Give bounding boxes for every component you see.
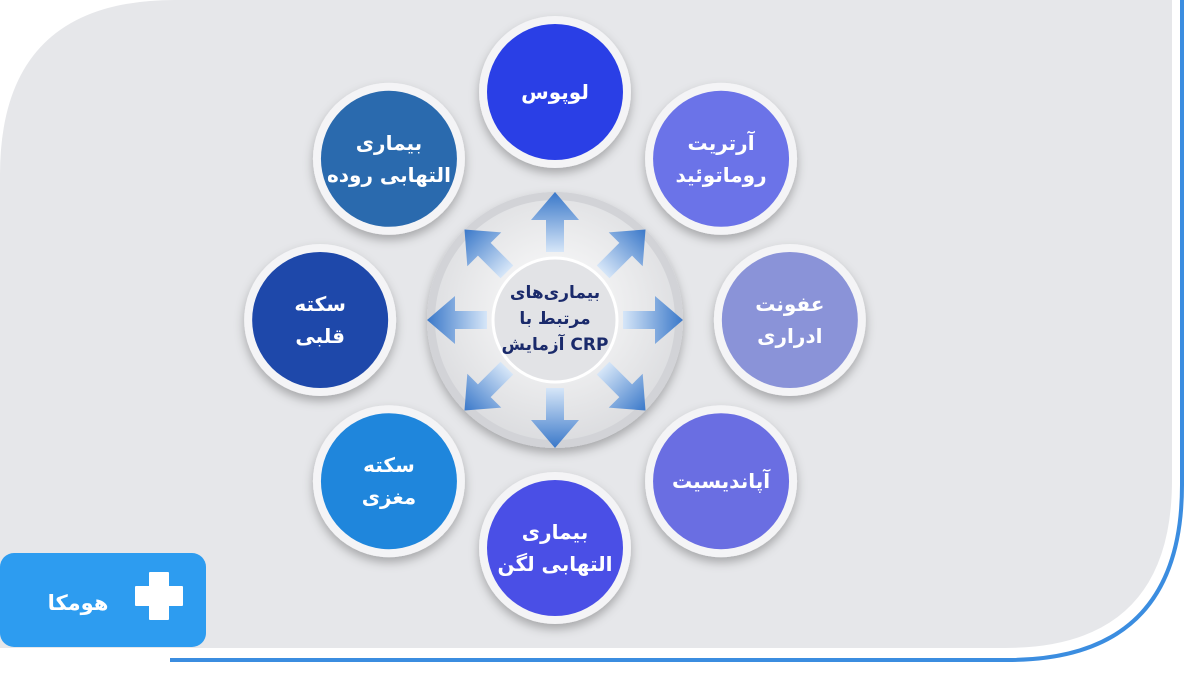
node-label-line: روماتوئید (675, 163, 766, 187)
node-stroke: سکته مغزی (312, 405, 465, 558)
node-label-line: ادراری (757, 324, 822, 348)
direction-arrow (623, 296, 683, 344)
node-rheumatoid-arthritis: آرتریت روماتوئید (645, 82, 798, 235)
node-label-line: التهابی روده (327, 163, 451, 187)
node-circle (252, 252, 389, 388)
arrow-shape (464, 229, 514, 279)
node-label-line: التهابی لگن (497, 552, 612, 576)
node-label: سکته مغزی (362, 453, 416, 509)
node-label: آرتریت روماتوئید (675, 130, 766, 187)
node-label: آپاندیسیت (672, 468, 771, 494)
node-lupus: لوپوس (479, 16, 631, 168)
logo: هومکا (0, 553, 206, 647)
arrow-shape (531, 388, 579, 448)
node-label-line: مغزی (362, 485, 416, 509)
node-label-line: بیماری (522, 520, 588, 544)
node-label-line: سکته (294, 292, 346, 316)
center-title-line: بیماری‌های (510, 283, 600, 303)
node-label-line: بیماری (356, 131, 422, 155)
node-label-line: سکته (363, 453, 415, 477)
arrows-group (427, 192, 683, 448)
node-circle (487, 480, 623, 616)
arrow-shape (596, 361, 646, 411)
arrow-shape (531, 192, 579, 252)
node-label: سکته قلبی (294, 292, 346, 348)
center-title-line: آزمایش CRP (502, 333, 609, 355)
direction-arrow (464, 361, 514, 411)
direction-arrow (531, 192, 579, 252)
direction-arrow (596, 361, 646, 411)
node-label: عفونت ادراری (755, 292, 824, 348)
node-label-line: آپاندیسیت (672, 468, 771, 494)
arrow-shape (464, 361, 514, 411)
node-label-line: آرتریت (688, 130, 756, 155)
node-circle (653, 90, 790, 227)
node-urinary-infection: عفونت ادراری (713, 244, 866, 396)
node-heart-attack: سکته قلبی (244, 244, 397, 396)
arrow-shape (427, 296, 487, 344)
arrow-shape (623, 296, 683, 344)
node-appendicitis: آپاندیسیت (645, 405, 798, 558)
node-label: بیماری التهابی روده (327, 131, 451, 187)
direction-arrow (464, 229, 514, 279)
node-circle (320, 413, 457, 550)
node-inflammatory-bowel-disease: بیماری التهابی روده (312, 82, 465, 235)
node-pelvic-inflammatory-disease: بیماری التهابی لگن (479, 472, 631, 624)
node-label-line: عفونت (755, 292, 824, 316)
frame-border (170, 0, 1184, 662)
center-title-line: مرتبط با (519, 309, 590, 329)
direction-arrow (427, 296, 487, 344)
node-label-line: لوپوس (521, 80, 589, 105)
node-circle (653, 413, 790, 550)
nodes-group: لوپوس آرتریت روماتوئید عفونت ادراری آپاندیسیت… (244, 16, 866, 624)
center-title: بیماری‌های مرتبط با آزمایش CRP (502, 283, 609, 355)
arrow-shape (596, 229, 646, 279)
center-disc (491, 256, 619, 384)
node-circle (721, 252, 858, 388)
plus-icon (135, 572, 183, 620)
node-label-line: قلبی (295, 324, 345, 348)
node-circle (320, 90, 457, 227)
node-circle (487, 24, 623, 160)
node-label: بیماری التهابی لگن (497, 520, 612, 576)
direction-arrow (596, 229, 646, 279)
direction-arrow (531, 388, 579, 448)
node-label: لوپوس (521, 80, 589, 105)
logo-text: هومکا (48, 591, 109, 615)
